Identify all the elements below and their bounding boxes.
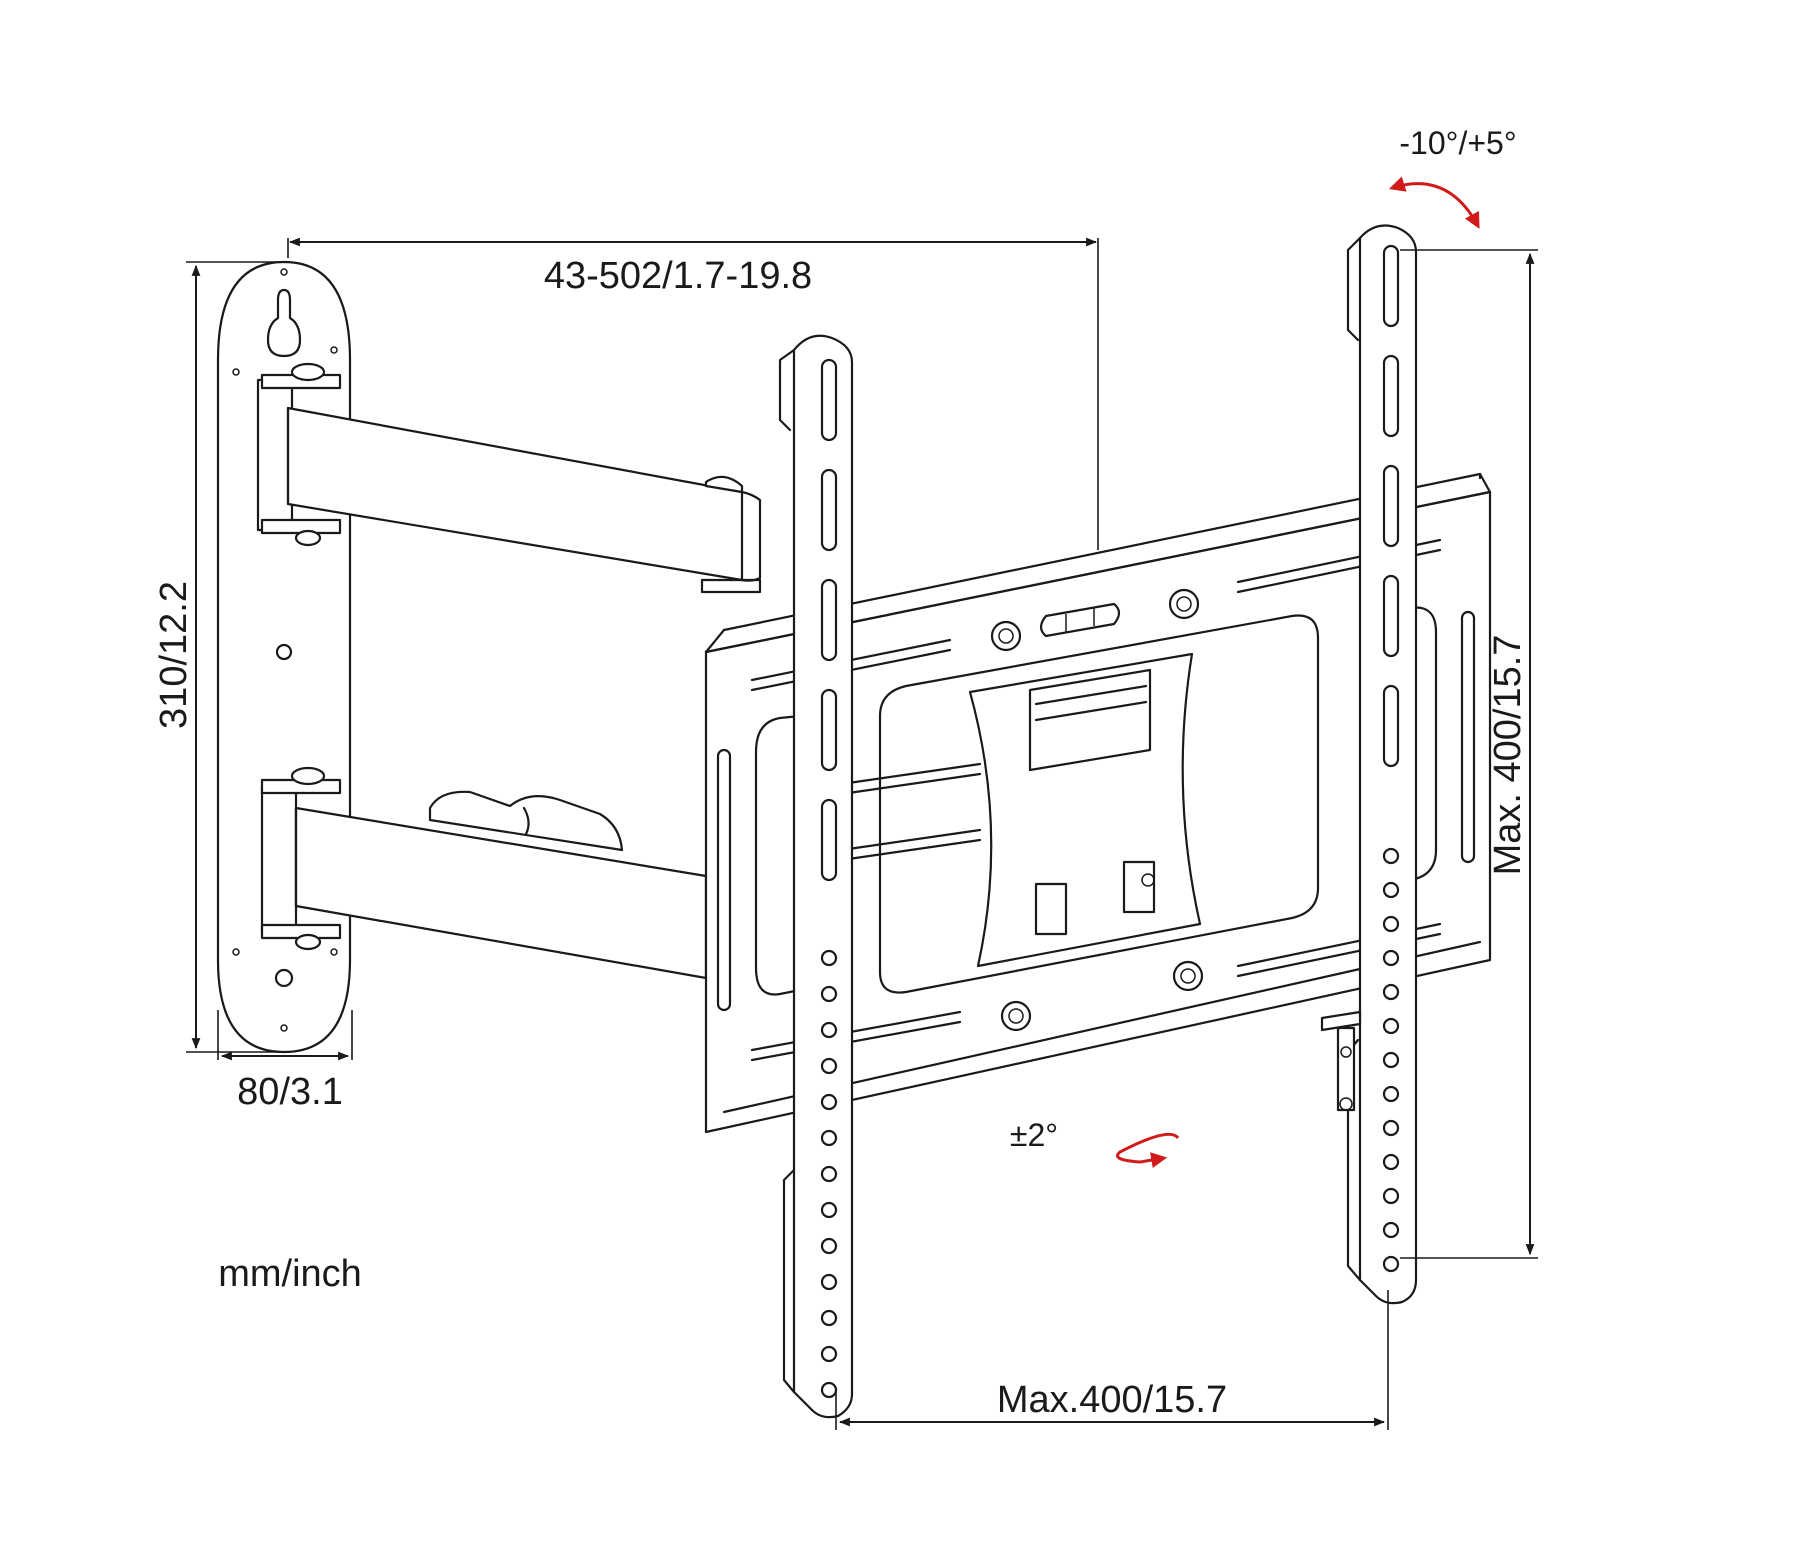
dimension-vertical-max xyxy=(1400,249,1538,1259)
arm-extension-label: 43-502/1.7-19.8 xyxy=(544,255,812,297)
vertical-max-label: Max. 400/15.7 xyxy=(1487,635,1529,876)
horizontal-max-label: Max.400/15.7 xyxy=(997,1379,1227,1421)
dimension-wall-plate-width xyxy=(217,1010,353,1061)
units-label: mm/inch xyxy=(218,1253,362,1295)
swivel-rotation-arrow xyxy=(1116,1132,1180,1168)
upper-arm xyxy=(286,406,762,594)
dimension-arm-extension xyxy=(287,237,1099,550)
left-vertical-rail xyxy=(778,334,854,1419)
right-rail-holes xyxy=(1382,847,1400,1273)
tilt-backplate xyxy=(704,472,1492,1134)
dimension-horizontal-max xyxy=(835,1290,1389,1430)
wall-plate-width-label: 80/3.1 xyxy=(237,1071,343,1113)
swivel-angle-label: ±2° xyxy=(1010,1117,1058,1153)
tilt-angle-label: -10°/+5° xyxy=(1399,125,1516,161)
wall-plate-height-label: 310/12.2 xyxy=(153,581,195,729)
tilt-rotation-arrow xyxy=(1388,176,1480,229)
lower-arm xyxy=(294,790,708,980)
right-vertical-rail xyxy=(1320,224,1418,1305)
wall-plate xyxy=(216,260,352,1054)
